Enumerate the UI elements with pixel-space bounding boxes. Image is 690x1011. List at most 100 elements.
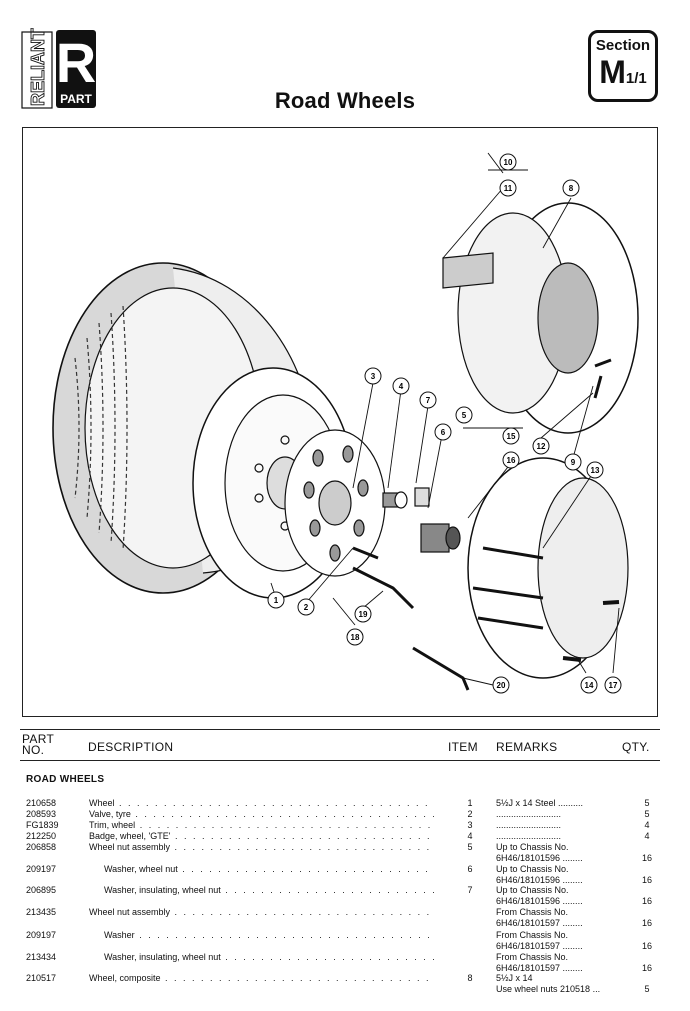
logo-letter: R — [56, 31, 96, 94]
callout-11: 11 — [499, 179, 517, 197]
page-title: Road Wheels — [274, 88, 416, 113]
callout-18-label: 18 — [351, 633, 360, 642]
remarks: .......................... — [496, 809, 628, 820]
remarks-line: 6H46/18101597 ........ — [496, 918, 583, 928]
callout-15-label: 15 — [507, 432, 516, 441]
part-description-text: Washer, wheel nut — [104, 864, 178, 874]
remarks: 5½J x 14 Steel .......... — [496, 798, 628, 809]
callout-17: 17 — [604, 676, 622, 694]
section-code: M1/1 — [591, 56, 655, 95]
leader-dots: . . . . . . . . . . . . . . . . . . . . … — [119, 798, 434, 808]
remarks: From Chassis No.6H46/18101597 ........ — [496, 930, 628, 952]
part-number: FG1839 — [26, 820, 59, 830]
column-part-no-line2: NO. — [22, 743, 45, 757]
remarks-line: 6H46/18101596 ........ — [496, 853, 583, 863]
remarks: Up to Chassis No.6H46/18101596 ........ — [496, 885, 628, 907]
remarks-line: From Chassis No. — [496, 952, 569, 962]
brand-logo-text: RELIANT — [28, 28, 48, 106]
callout-2: 2 — [297, 598, 315, 616]
callout-2-label: 2 — [304, 603, 309, 612]
callout-9-label: 9 — [571, 458, 576, 467]
remarks: Up to Chassis No.6H46/18101596 ........ — [496, 864, 628, 886]
quantity: 16 — [641, 941, 652, 951]
logo-part: PART — [60, 92, 92, 106]
item-number: 5 — [467, 842, 473, 852]
callout-3-label: 3 — [371, 372, 376, 381]
remarks-line: Up to Chassis No. — [496, 864, 569, 874]
remarks-line: 5½J x 14 — [496, 973, 533, 983]
part-description: Wheel . . . . . . . . . . . . . . . . . … — [89, 798, 434, 809]
callout-11-label: 11 — [504, 184, 513, 193]
remarks-line: 6H46/18101596 ........ — [496, 875, 583, 885]
part-description-text: Washer, insulating, wheel nut — [104, 952, 221, 962]
table-section-heading: ROAD WHEELS — [26, 774, 105, 785]
remarks: .......................... — [496, 820, 628, 831]
part-description: Washer, insulating, wheel nut . . . . . … — [104, 885, 434, 896]
callout-16-label: 16 — [507, 456, 516, 465]
part-number: 206895 — [26, 885, 57, 895]
leader-dots: . . . . . . . . . . . . . . . . . . . . … — [174, 842, 434, 852]
part-description-text: Wheel nut assembly — [89, 842, 171, 852]
part-number: 206858 — [26, 842, 57, 852]
quantity: 4 — [644, 831, 650, 841]
remarks-line: .......................... — [496, 820, 562, 830]
leader-dots: . . . . . . . . . . . . . . . . . . . . … — [225, 952, 434, 962]
item-number: 3 — [467, 820, 473, 830]
item-number: 1 — [467, 798, 473, 808]
remarks-line: .......................... — [496, 809, 562, 819]
section-code-sub: 1/1 — [625, 70, 647, 87]
part-number: 213434 — [26, 952, 57, 962]
part-number: 208593 — [26, 809, 57, 819]
column-description: DESCRIPTION — [88, 740, 174, 754]
section-badge: Section M1/1 — [588, 30, 658, 102]
callout-15: 15 — [502, 427, 520, 445]
callout-4: 4 — [392, 377, 410, 395]
remarks-line: .......................... — [496, 831, 562, 841]
remarks-line: From Chassis No. — [496, 907, 569, 917]
part-description-text: Trim, wheel — [89, 820, 136, 830]
part-description: Wheel nut assembly . . . . . . . . . . .… — [89, 842, 434, 853]
item-number: 4 — [467, 831, 473, 841]
remarks-line: 6H46/18101597 ........ — [496, 963, 583, 973]
callout-6: 6 — [434, 423, 452, 441]
leader-dots: . . . . . . . . . . . . . . . . . . . . … — [225, 885, 434, 895]
part-description-text: Badge, wheel, 'GTE' — [89, 831, 171, 841]
part-description-text: Washer — [104, 930, 135, 940]
quantity: 5 — [644, 809, 650, 819]
quantity: 4 — [644, 820, 650, 830]
part-description-text: Valve, tyre — [89, 809, 131, 819]
callout-19-label: 19 — [359, 610, 368, 619]
alloy-wheel-drawing — [467, 457, 629, 679]
part-description: Badge, wheel, 'GTE' . . . . . . . . . . … — [89, 831, 434, 842]
callout-18: 18 — [346, 628, 364, 646]
callout-20: 20 — [492, 676, 510, 694]
callout-4-label: 4 — [399, 382, 404, 391]
remarks: From Chassis No.6H46/18101597 ........ — [496, 907, 628, 929]
callout-8-label: 8 — [569, 184, 574, 193]
callout-5: 5 — [455, 406, 473, 424]
part-description: Washer . . . . . . . . . . . . . . . . .… — [104, 930, 434, 941]
part-number: 209197 — [26, 864, 57, 874]
item-number: 6 — [467, 864, 473, 874]
quantity: 16 — [641, 875, 652, 885]
callout-5-label: 5 — [462, 411, 467, 420]
table-top-rule — [20, 729, 660, 730]
remarks-line: 6H46/18101597 ........ — [496, 941, 583, 951]
quantity: 16 — [641, 918, 652, 928]
composite-wheel-drawing — [442, 202, 639, 434]
leader-dots: . . . . . . . . . . . . . . . . . . . . … — [174, 831, 434, 841]
part-number: 209197 — [26, 930, 57, 940]
quantity: 16 — [641, 896, 652, 906]
part-description-text: Washer, insulating, wheel nut — [104, 885, 221, 895]
part-description: Valve, tyre . . . . . . . . . . . . . . … — [89, 809, 434, 820]
remarks: .......................... — [496, 831, 628, 842]
column-item: ITEM — [448, 740, 478, 754]
leader-dots: . . . . . . . . . . . . . . . . . . . . … — [135, 809, 434, 819]
callout-7: 7 — [419, 391, 437, 409]
part-description-text: Wheel — [89, 798, 115, 808]
remarks-line: Use wheel nuts 210518 ... — [496, 984, 601, 994]
table-header-rule — [20, 760, 660, 761]
leader-dots: . . . . . . . . . . . . . . . . . . . . … — [139, 930, 434, 940]
leader-dots: . . . . . . . . . . . . . . . . . . . . … — [165, 973, 434, 983]
